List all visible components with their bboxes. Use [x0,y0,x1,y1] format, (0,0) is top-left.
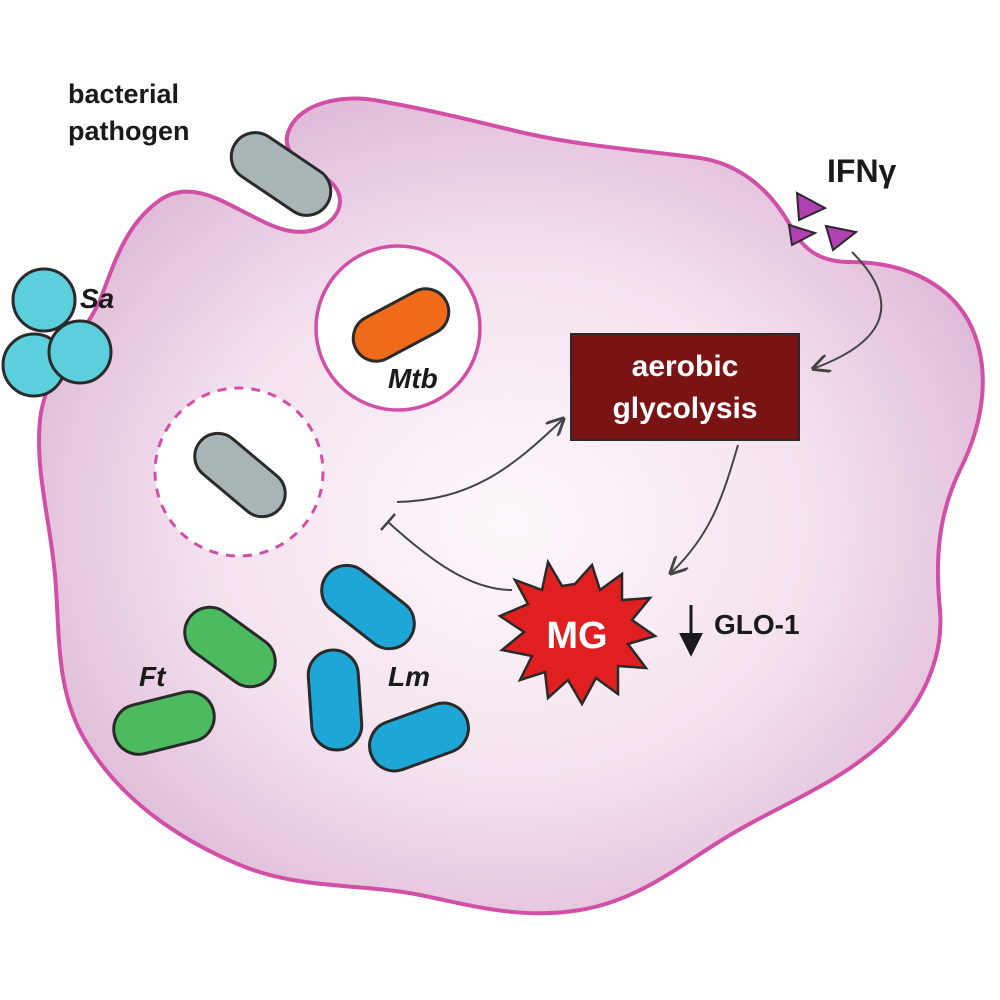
sa-label: Sa [80,283,114,314]
ifng-triangle [787,223,818,247]
glycolysis-line2: glycolysis [612,392,757,425]
mg-burst [497,558,658,707]
bacterial-label-line1: bacterial [68,79,179,109]
ft-bacterium [183,605,277,689]
mg-label: MG [546,615,607,657]
glo1-label: GLO-1 [714,609,800,640]
bacterial-label-line2: pathogen [68,116,190,146]
ft-bacterium [112,690,216,756]
bacterial-pathogen-entering [229,131,333,217]
lm-label: Lm [388,661,430,692]
bacteria-to-glycolysis-arrow [396,420,562,503]
mg-inhibition-bar [380,513,396,531]
lm-bacterium [320,563,416,651]
lm-bacterium [368,701,470,773]
lm-bacterium [306,648,364,752]
mtb-bacterium [351,287,451,363]
mg-inhibition-line [387,521,513,591]
mtb-label: Mtb [388,363,438,394]
bacterium-in-ruptured-vacuole [193,431,287,519]
ifng-triangle [824,224,859,252]
sa-coccus [47,319,113,385]
ifng-to-glycolysis-arrow [815,251,883,368]
ifng-triangle [795,191,828,222]
ft-label: Ft [139,661,167,692]
glycolysis-line1: aerobic [632,350,739,383]
glycolysis-to-mg-arrow [672,444,739,572]
macrophage-cell [37,96,985,916]
aerobic-glycolysis-box [570,333,800,441]
sa-coccus [11,267,77,333]
ifng-label: IFNγ [827,153,897,189]
